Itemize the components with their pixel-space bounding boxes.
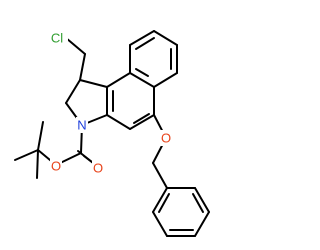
benzyloxy-group: [152, 114, 168, 189]
ester-oxygen-label: O: [51, 159, 61, 174]
nitrogen-atom-label: N: [77, 118, 86, 133]
naphthalene-upper-ring: [129, 30, 178, 88]
chlorine-atom-label: Cl: [51, 31, 63, 46]
chloromethyl-group: [65, 37, 86, 81]
chemical-structure-diagram: Cl N O O O: [14, 29, 210, 237]
carbonyl-oxygen-label: O: [93, 161, 103, 176]
naphthalene-lower-ring: [106, 72, 155, 130]
phenyl-ring: [152, 187, 210, 237]
ether-oxygen-label: O: [161, 131, 171, 146]
